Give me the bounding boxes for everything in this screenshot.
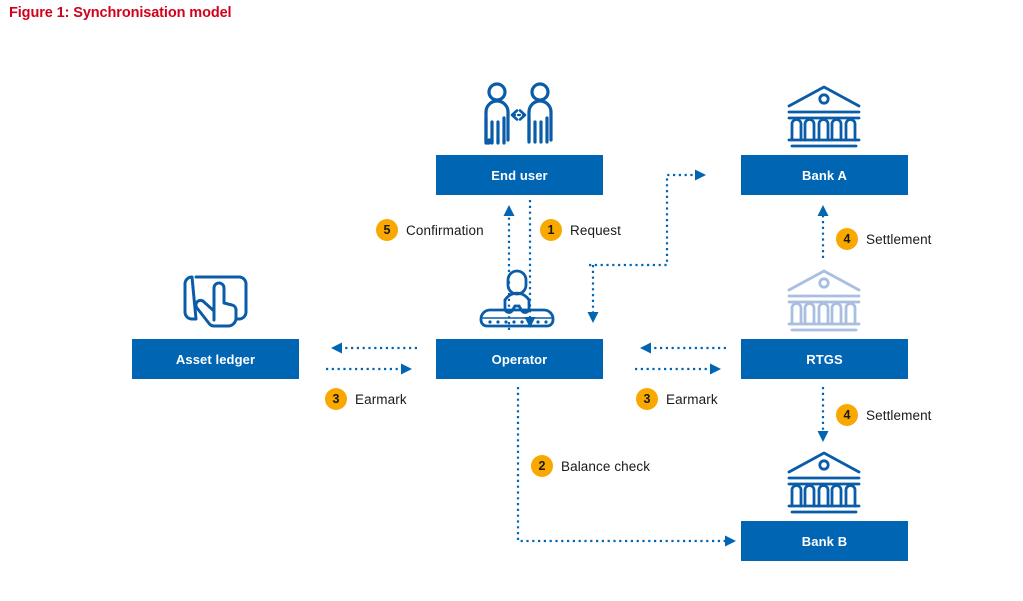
operator-console-icon [479,269,555,328]
step-badge-3-right: 3 [636,388,658,410]
node-bank-b-label: Bank B [801,533,848,549]
step-badge-1: 1 [540,219,562,241]
step-label-settlement-upper: Settlement [866,231,932,247]
step-3-earmark-left: 3 Earmark [325,388,407,410]
bank-building-faded-icon [787,269,861,332]
step-label-request: Request [570,222,621,238]
node-bank-a-label: Bank A [802,167,847,183]
step-4-settlement-upper: 4 Settlement [836,228,932,250]
step-badge-3-left: 3 [325,388,347,410]
step-label-balance-check: Balance check [561,458,651,474]
step-label-earmark-left: Earmark [355,391,407,407]
node-end-user[interactable]: End user [436,155,603,195]
connector-request-elbow-to-bank-a [589,169,706,267]
step-badge-5: 5 [376,219,398,241]
node-bank-b[interactable]: Bank B [741,521,908,561]
node-asset-ledger-label: Asset ledger [175,351,256,367]
step-badge-4-upper: 4 [836,228,858,250]
hand-tap-icon [183,275,248,328]
node-rtgs-label: RTGS [806,351,843,367]
step-2-balance-check: 2 Balance check [531,455,650,477]
step-1-request: 1 Request [540,219,621,241]
bank-building-icon-b [787,451,861,514]
node-bank-a[interactable]: Bank A [741,155,908,195]
connector-balance-check-elbow [516,387,736,547]
node-operator[interactable]: Operator [436,339,603,379]
step-4-settlement-lower: 4 Settlement [836,404,932,426]
step-label-earmark-right: Earmark [666,391,718,407]
step-3-earmark-right: 3 Earmark [636,388,718,410]
node-asset-ledger[interactable]: Asset ledger [132,339,299,379]
step-label-confirmation: Confirmation [406,222,484,238]
two-people-exchange-icon [484,82,553,145]
node-rtgs[interactable]: RTGS [741,339,908,379]
step-badge-2: 2 [531,455,553,477]
figure-title: Figure 1: Synchronisation model [9,5,232,21]
node-end-user-label: End user [491,167,548,183]
step-label-settlement-lower: Settlement [866,407,932,423]
bank-building-icon-a [787,85,861,148]
node-operator-label: Operator [491,351,548,367]
step-badge-4-lower: 4 [836,404,858,426]
step-5-confirmation: 5 Confirmation [376,219,484,241]
